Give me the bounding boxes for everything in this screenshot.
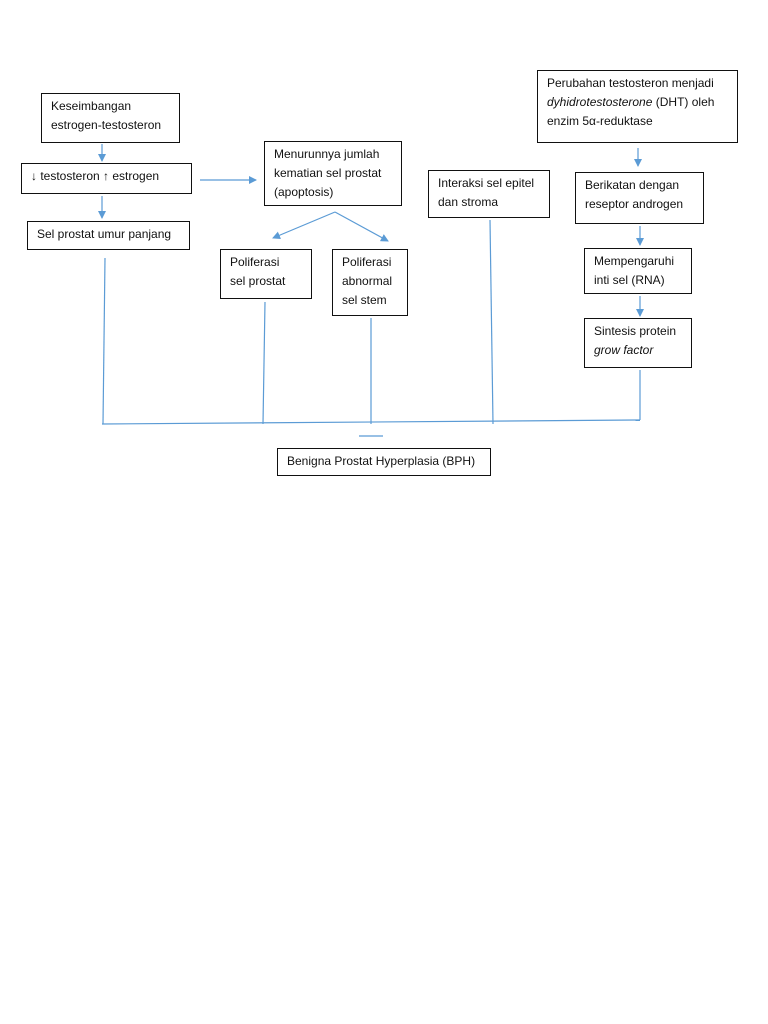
arrow-menurunnya-to-poliferasi-sel (272, 211, 336, 239)
node-poliferasi-sel-prostat-line2: sel prostat (230, 274, 286, 288)
node-poliferasi-abnormal-line1: Poliferasi (342, 255, 392, 269)
node-poliferasi-abnormal: Poliferasi abnormal sel stem (332, 249, 408, 316)
node-keseimbangan: Keseimbangan estrogen-testosteron (41, 93, 180, 143)
node-perubahan-dht-term: dyhidrotestosterone (547, 95, 653, 109)
node-menurunnya-line3: (apoptosis) (274, 185, 334, 199)
node-berikatan-line2: reseptor androgen (585, 197, 684, 211)
line-poliferasi-sel-down (262, 301, 266, 425)
node-interaksi-line2: dan stroma (438, 195, 499, 209)
node-keseimbangan-line1: Keseimbangan (51, 99, 132, 113)
node-mempengaruhi-line1: Mempengaruhi (594, 254, 675, 268)
node-keseimbangan-line2: estrogen-testosteron (51, 118, 162, 132)
arrow-menurunnya-to-poliferasi-abnormal (334, 211, 389, 242)
node-poliferasi-abnormal-line3: sel stem (342, 293, 387, 307)
node-sintesis-grow-factor: grow factor (594, 343, 654, 357)
node-berikatan-line1: Berikatan dengan (585, 178, 680, 192)
node-mempengaruhi-line2: inti sel (RNA) (594, 273, 665, 287)
node-interaksi: Interaksi sel epitel dan stroma (428, 170, 550, 218)
node-menurunnya-line2: kematian sel prostat (274, 166, 382, 180)
node-sintesis-line1: Sintesis protein (594, 324, 677, 338)
collector-line (101, 419, 641, 425)
node-sintesis: Sintesis protein grow factor (584, 318, 692, 368)
node-interaksi-line1: Interaksi sel epitel (438, 176, 535, 190)
node-poliferasi-abnormal-line2: abnormal (342, 274, 393, 288)
node-berikatan: Berikatan dengan reseptor androgen (575, 172, 704, 224)
node-menurunnya-line1: Menurunnya jumlah (274, 147, 380, 161)
node-sel-prostat-umur-panjang: Sel prostat umur panjang (27, 221, 190, 250)
node-sintesis-line2: grow factor (594, 341, 691, 360)
node-testosteron-estrogen: ↓ testosteron ↑ estrogen (21, 163, 192, 194)
node-perubahan: Perubahan testosteron menjadi dyhidrotes… (537, 70, 738, 143)
node-bph-line1: Benigna Prostat Hyperplasia (BPH) (287, 454, 476, 468)
node-menurunnya: Menurunnya jumlah kematian sel prostat (… (264, 141, 402, 206)
node-poliferasi-sel-prostat-line1: Poliferasi (230, 255, 280, 269)
line-interaksi-down (489, 219, 494, 425)
node-perubahan-line2-rest: (DHT) oleh (652, 95, 715, 109)
node-perubahan-line2: dyhidrotestosterone (DHT) oleh (547, 93, 737, 112)
node-poliferasi-sel-prostat: Poliferasi sel prostat (220, 249, 312, 299)
node-mempengaruhi: Mempengaruhi inti sel (RNA) (584, 248, 692, 294)
line-sel-prostat-down (102, 257, 106, 425)
node-perubahan-line3: enzim 5α-reduktase (547, 114, 653, 128)
node-testosteron-estrogen-line1: ↓ testosteron ↑ estrogen (31, 169, 160, 183)
node-bph: Benigna Prostat Hyperplasia (BPH) (277, 448, 491, 476)
node-perubahan-line1: Perubahan testosteron menjadi (547, 76, 714, 90)
node-sel-prostat-umur-panjang-line1: Sel prostat umur panjang (37, 227, 172, 241)
